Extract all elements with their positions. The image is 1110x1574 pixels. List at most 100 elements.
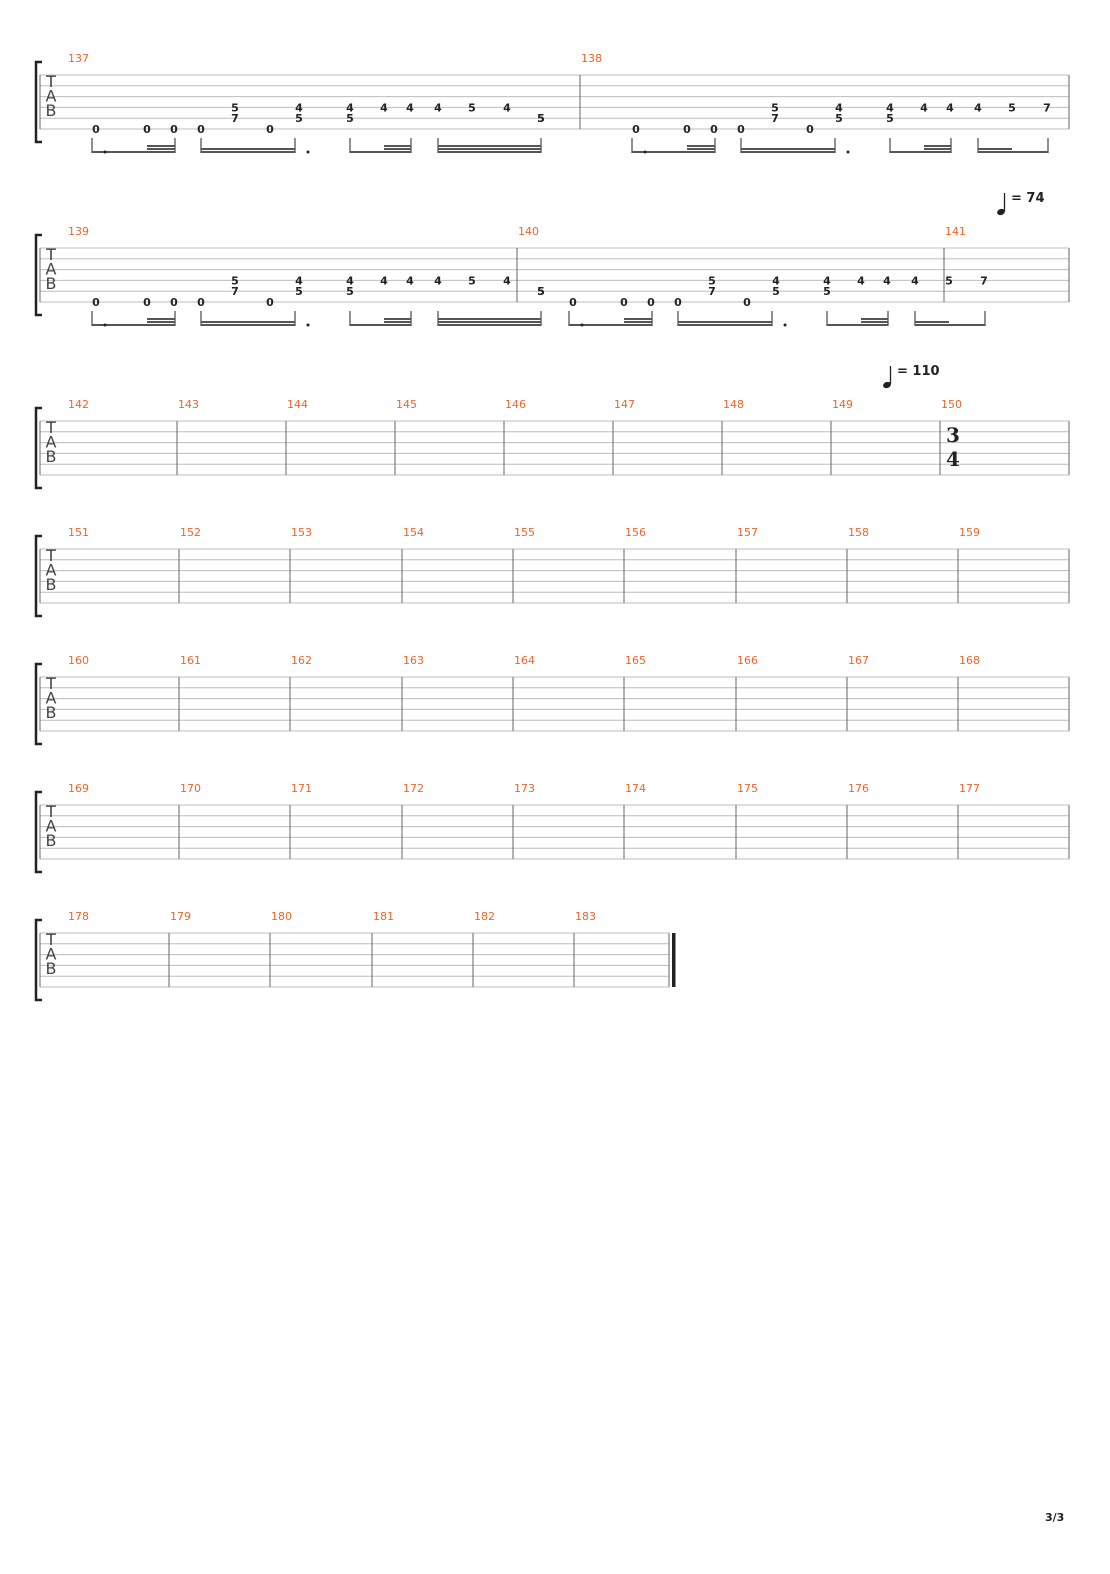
beam [624,321,652,323]
tab-clef-letter: T [45,546,56,565]
measure-number: 145 [396,398,417,411]
measure-number: 137 [68,52,89,65]
fret-number: 4 [772,274,780,287]
fret-number: 5 [231,101,239,114]
measure-number: 138 [581,52,602,65]
measure-number: 177 [959,782,980,795]
time-signature-bottom: 4 [946,447,960,471]
tempo-value: = 74 [1011,191,1045,206]
fret-number: 0 [92,123,100,136]
fret-number: 0 [710,123,718,136]
fret-number: 5 [346,112,354,125]
fret-number: 7 [231,112,239,125]
fret-number: 0 [197,123,205,136]
fret-number: 7 [231,285,239,298]
measure-number: 141 [945,225,966,238]
fret-number: 5 [231,274,239,287]
fret-number: 0 [737,123,745,136]
fret-number: 4 [883,274,891,287]
time-signature-top: 3 [946,423,960,447]
measure-number: 150 [941,398,962,411]
tab-clef-letter: T [45,802,56,821]
fret-number: 5 [771,101,779,114]
fret-number: 4 [380,274,388,287]
measure-number: 172 [403,782,424,795]
system-bracket-icon [34,406,42,490]
fret-number: 4 [434,101,442,114]
rhythm-dot [846,150,850,154]
fret-number: 5 [537,112,545,125]
fret-number: 0 [170,123,178,136]
fret-number: 4 [823,274,831,287]
fret-number: 5 [468,101,476,114]
rhythm-dot [643,150,647,154]
measure-number: 161 [180,654,201,667]
final-barline [672,933,676,987]
beam [201,321,295,323]
beam [438,148,541,150]
fret-number: 4 [346,274,354,287]
beam [350,151,411,153]
fret-number: 0 [806,123,814,136]
fret-number: 5 [295,285,303,298]
beam [384,318,411,320]
measure-number: 164 [514,654,535,667]
fret-number: 4 [406,274,414,287]
fret-number: 7 [708,285,716,298]
beam [350,324,411,326]
beam [92,324,175,326]
beam [147,321,175,323]
tab-clef-letter: A [46,561,57,580]
tab-clef-letter: A [46,87,57,106]
fret-number: 5 [772,285,780,298]
rhythm-dot [580,323,584,327]
beam [915,324,985,326]
measure-number: 178 [68,910,89,923]
beam [978,148,1012,150]
measure-number: 179 [170,910,191,923]
measure-number: 169 [68,782,89,795]
beam [827,324,888,326]
fret-number: 7 [1043,101,1051,114]
beam [147,318,175,320]
fret-number: 4 [974,101,982,114]
fret-number: 0 [170,296,178,309]
beam [438,318,541,320]
beam [687,148,715,150]
beam [384,148,411,150]
beam [890,151,951,153]
fret-number: 4 [503,274,511,287]
beam [624,318,652,320]
fret-number: 4 [911,274,919,287]
beam [861,321,888,323]
fret-number: 0 [620,296,628,309]
fret-number: 4 [434,274,442,287]
tab-clef-letter: T [45,72,56,91]
measure-number: 166 [737,654,758,667]
measure-number: 153 [291,526,312,539]
beam [741,151,835,153]
fret-number: 0 [197,296,205,309]
tab-clef-letter: A [46,945,57,964]
beam [201,148,295,150]
measure-number: 176 [848,782,869,795]
beam [92,151,175,153]
beam [569,324,652,326]
system-bracket-icon [34,662,42,746]
tab-clef-letter: A [46,689,57,708]
fret-number: 4 [920,101,928,114]
tab-clef-letter: B [46,575,57,594]
measure-number: 142 [68,398,89,411]
measure-number: 152 [180,526,201,539]
fret-number: 4 [295,101,303,114]
tab-clef-letter: T [45,674,56,693]
fret-number: 4 [835,101,843,114]
measure-number: 159 [959,526,980,539]
rhythm-dot [103,323,107,327]
fret-number: 0 [569,296,577,309]
fret-number: 5 [468,274,476,287]
measure-number: 139 [68,225,89,238]
fret-number: 5 [708,274,716,287]
fret-number: 5 [823,285,831,298]
